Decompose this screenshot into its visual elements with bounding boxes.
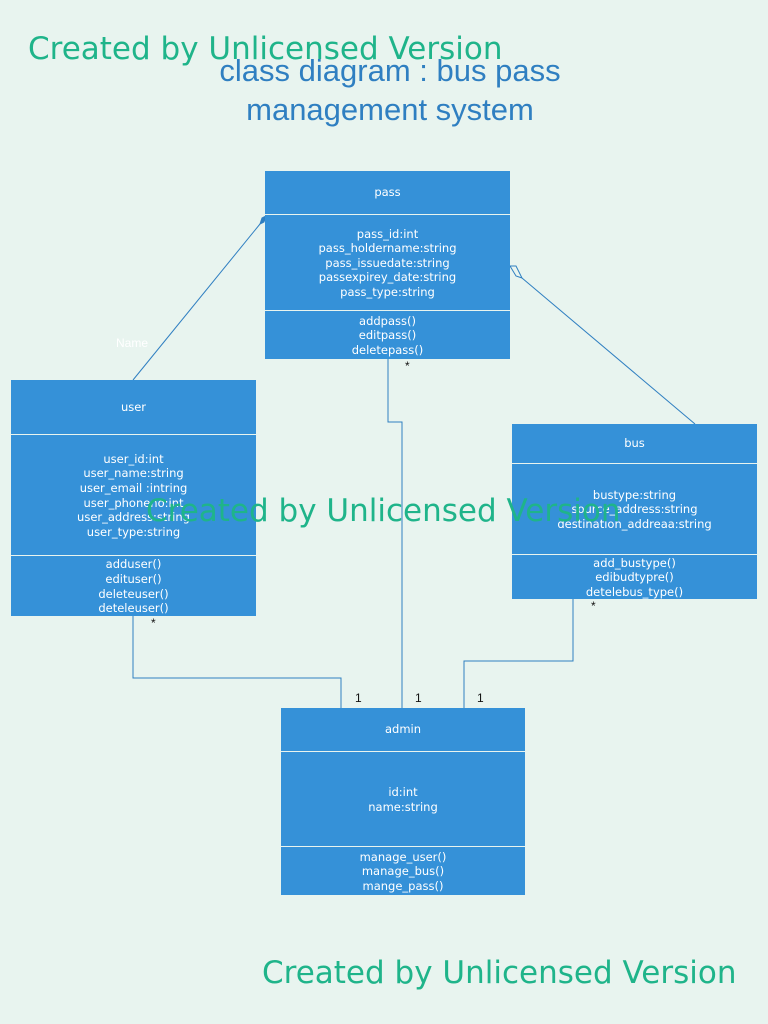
admin-pass-multiplicity: 1 (415, 691, 422, 705)
bus-attribute: source_address:string (571, 502, 698, 517)
bus-class[interactable]: bus bustype:string source_address:string… (512, 424, 757, 599)
user-method: adduser() (105, 557, 162, 572)
user-attribute: user_phoneno:int (83, 495, 184, 510)
pass-methods: addpass() editpass() deletepass() (265, 310, 510, 360)
admin-attribute: id:int (388, 784, 418, 799)
bus-method: detelebus_type() (585, 584, 684, 599)
diagram-title-line-2: management system (246, 92, 534, 127)
bus-attributes: bustype:string source_address:string des… (512, 463, 757, 555)
pass-attribute: passexpirey_date:string (318, 270, 457, 285)
pass-method: editpass() (358, 328, 417, 343)
admin-attribute: name:string (368, 799, 438, 814)
pass-class[interactable]: pass pass_id:int pass_holdername:string … (265, 171, 510, 359)
admin-method: manage_user() (359, 849, 447, 864)
watermark-top: Created by Unlicensed Version (28, 31, 503, 67)
admin-bus-multiplicity: 1 (477, 691, 484, 705)
user-method: deleteuser() (98, 586, 169, 601)
admin-method: mange_pass() (362, 878, 444, 893)
admin-class-name: admin (384, 722, 422, 737)
user-attribute: user_address:string (77, 510, 190, 525)
watermark-bottom: Created by Unlicensed Version (262, 955, 737, 991)
admin-user-multiplicity: 1 (355, 691, 362, 705)
bus-method: add_bustype() (593, 555, 676, 570)
watermark-middle: Created by Unlicensed Version (146, 493, 621, 529)
user-attribute: user_name:string (83, 466, 184, 481)
bus-method: edibudtypre() (595, 570, 674, 585)
user-class-header: user (11, 380, 256, 434)
admin-attributes: id:int name:string (281, 751, 525, 847)
bus-admin-association (463, 599, 574, 708)
pass-attribute: pass_holdername:string (318, 241, 457, 256)
user-class[interactable]: user user_id:int user_name:string user_e… (11, 380, 256, 616)
bus-attribute: destination_addreaa:string (557, 516, 712, 531)
bus-multiplicity: * (591, 599, 596, 613)
association-label: Name (116, 336, 149, 350)
user-methods: adduser() edituser() deleteuser() detele… (11, 555, 256, 617)
user-admin-association (132, 616, 342, 708)
admin-class-header: admin (281, 708, 525, 751)
admin-method: manage_bus() (361, 864, 445, 879)
pass-method: deletepass() (351, 342, 424, 357)
bus-class-name: bus (624, 436, 645, 451)
pass-class-header: pass (265, 171, 510, 214)
aggregation-diamond (509, 265, 523, 279)
composition-diamond (259, 215, 267, 225)
user-attribute: user_email :intring (79, 480, 188, 495)
pass-attributes: pass_id:int pass_holdername:string pass_… (265, 214, 510, 311)
pass-attribute: pass_type:string (340, 284, 435, 299)
pass-admin-association (387, 359, 403, 708)
bus-class-header: bus (512, 424, 757, 463)
bus-pass-association (521, 277, 696, 425)
bus-methods: add_bustype() edibudtypre() detelebus_ty… (512, 554, 757, 600)
pass-class-name: pass (374, 185, 401, 200)
user-multiplicity: * (151, 616, 156, 630)
admin-methods: manage_user() manage_bus() mange_pass() (281, 846, 525, 896)
user-attribute: user_id:int (103, 451, 164, 466)
pass-method: addpass() (359, 313, 416, 328)
admin-class[interactable]: admin id:int name:string manage_user() m… (281, 708, 525, 895)
pass-multiplicity: * (405, 359, 410, 373)
user-method: edituser() (105, 571, 162, 586)
user-pass-association (132, 223, 261, 381)
diagram-title-line-1: class diagram : bus pass (219, 53, 561, 88)
bus-attribute: bustype:string (592, 487, 677, 502)
user-method: deteleuser() (98, 601, 169, 616)
user-class-name: user (120, 399, 147, 414)
pass-attribute: pass_issuedate:string (325, 255, 450, 270)
pass-attribute: pass_id:int (356, 226, 419, 241)
user-attribute: user_type:string (86, 524, 181, 539)
user-attributes: user_id:int user_name:string user_email … (11, 434, 256, 556)
